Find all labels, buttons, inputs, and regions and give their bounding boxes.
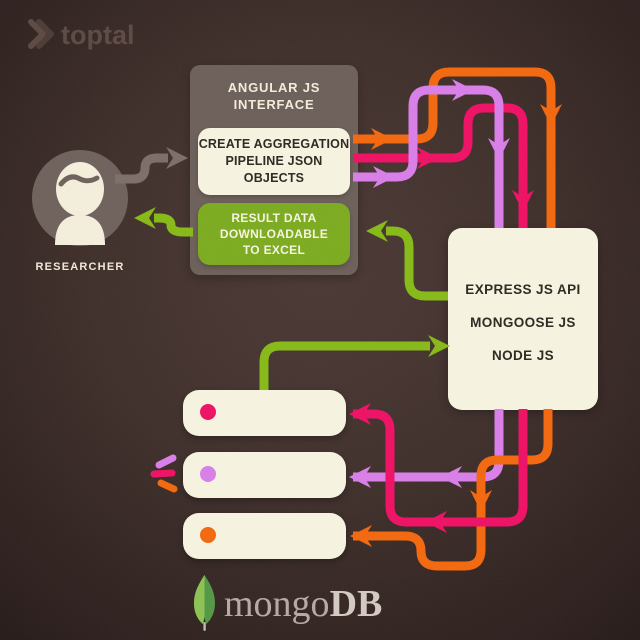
arrowhead	[366, 220, 388, 242]
flow-api-to-shard-2-path	[353, 409, 504, 482]
toptal-logo: toptal	[26, 18, 135, 52]
angular-title-line1: ANGULAR JS	[227, 80, 321, 95]
arrowhead	[371, 128, 393, 150]
researcher-label: RESEARCHER	[35, 261, 125, 273]
flow-api-to-shard-2	[353, 409, 504, 482]
mongodb-shard-2	[183, 452, 346, 498]
angular-panel-title: ANGULAR JS INTERFACE	[190, 79, 358, 113]
mongodb-wordmark: mongoDB	[224, 585, 382, 623]
express-line1: EXPRESS JS API	[465, 281, 581, 297]
arrowhead	[540, 104, 562, 126]
express-line2: MONGOOSE JS	[470, 314, 576, 330]
result-data-box: RESULT DATA DOWNLOADABLE TO EXCEL	[198, 203, 350, 265]
arrowhead	[349, 403, 371, 425]
arrowhead	[417, 147, 439, 169]
flow-api-to-shard-3-path	[353, 409, 553, 571]
result-box-line2: DOWNLOADABLE	[219, 227, 329, 241]
flow-interface-to-api-violet	[353, 85, 504, 228]
flow-api-to-shard-2-arrowheads	[349, 466, 462, 488]
researcher-avatar	[32, 150, 128, 246]
flow-interface-to-api-orange-path	[353, 67, 556, 228]
shard-2-ping-marks	[150, 454, 178, 493]
arrowhead	[470, 490, 492, 512]
result-box-line1: RESULT DATA	[231, 211, 317, 225]
mongodb-shard-1	[183, 390, 346, 436]
result-box-line3: TO EXCEL	[242, 243, 306, 257]
arrowhead	[452, 79, 474, 101]
shard-2-status-dot	[200, 466, 216, 482]
mongodb-shard-3	[183, 513, 346, 559]
create-aggregation-box: CREATE AGGREGATION PIPELINE JSON OBJECTS	[198, 128, 350, 195]
create-box-line1: CREATE AGGREGATION	[198, 137, 350, 151]
arrowhead	[134, 207, 156, 229]
angular-interface-panel: ANGULAR JS INTERFACE CREATE AGGREGATION …	[190, 65, 358, 275]
shard-1-status-dot	[200, 404, 216, 420]
flow-violet-arrowheads	[373, 79, 510, 188]
toptal-icon	[28, 19, 54, 49]
ping-dash-orange	[157, 479, 178, 493]
express-api-box: EXPRESS JS API MONGOOSE JS NODE JS	[448, 228, 598, 410]
flow-api-to-result-path	[386, 226, 448, 301]
flow-api-to-shard-1-path	[353, 409, 528, 527]
mongodb-wordmark-suffix: DB	[329, 583, 383, 625]
shard-3-status-dot	[200, 527, 216, 543]
flow-interface-to-api-pink-path	[353, 103, 528, 228]
arrowhead	[373, 166, 395, 188]
express-line3: NODE JS	[491, 347, 555, 363]
arrowhead	[428, 335, 450, 357]
flow-interface-to-api-violet-path	[353, 85, 504, 228]
arrowhead	[488, 138, 510, 160]
arrowhead	[440, 466, 462, 488]
toptal-wordmark: toptal	[61, 19, 135, 50]
create-box-line2: PIPELINE JSON OBJECTS	[225, 154, 323, 185]
ping-dash-pink	[150, 469, 176, 478]
flow-result-to-researcher-path	[154, 213, 193, 237]
flow-shard-1-to-api-path	[259, 341, 430, 390]
arrowhead	[166, 147, 188, 169]
arrowhead	[349, 466, 371, 488]
arrowhead	[512, 190, 534, 212]
arrowhead	[425, 511, 447, 533]
angular-title-line2: INTERFACE	[233, 97, 315, 112]
arrowhead	[350, 525, 372, 547]
mongodb-logo: mongoDB	[192, 574, 382, 632]
avatar-head	[56, 162, 104, 216]
flow-gray-arrowheads	[166, 147, 188, 169]
mongodb-wordmark-prefix: mongo	[224, 583, 330, 625]
mongodb-leaf-icon	[194, 575, 215, 631]
ping-dash-violet	[155, 454, 177, 469]
